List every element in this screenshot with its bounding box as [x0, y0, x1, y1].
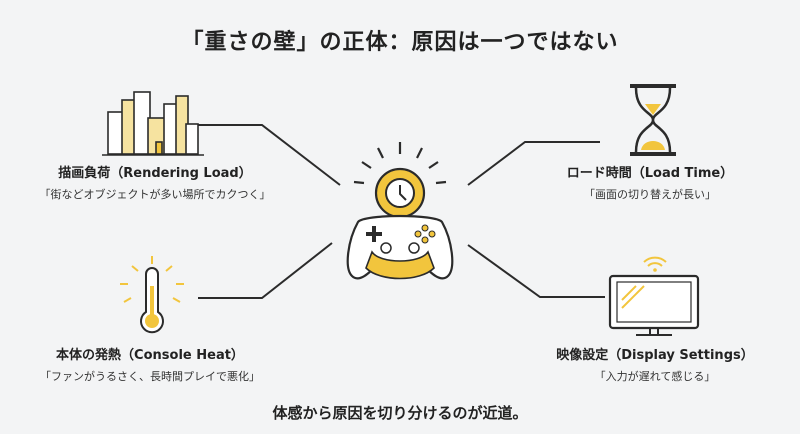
footer-message: 体感から原因を切り分けるのが近道。 — [272, 404, 528, 422]
connector-rendering — [198, 124, 341, 186]
page-title: 「重さの壁」の正体：原因は一つではない — [181, 30, 619, 55]
rendering-load-description: 「街などオブジェクトが多い場所でカクつく」 — [39, 188, 271, 201]
console-heat-label: 本体の発熱（Console Heat） — [56, 348, 244, 363]
monitor-wifi-icon — [608, 256, 700, 336]
thermometer-icon — [120, 256, 184, 334]
hourglass-icon — [630, 84, 676, 156]
connector-load — [467, 141, 600, 186]
console-heat-description: 「ファンがうるさく、長時間プレイで悪化」 — [40, 370, 260, 383]
rendering-load-label: 描画負荷（Rendering Load） — [58, 166, 252, 181]
city-buildings-icon — [102, 91, 204, 156]
load-time-description: 「画面の切り替えが長い」 — [584, 188, 716, 201]
display-settings-description: 「入力が遅れて感じる」 — [594, 370, 716, 383]
display-settings-label: 映像設定（Display Settings） — [556, 348, 754, 363]
connector-display — [467, 244, 605, 298]
connector-heat — [198, 242, 333, 299]
load-time-label: ロード時間（Load Time） — [566, 166, 734, 181]
game-controller-clock-icon — [346, 142, 454, 280]
